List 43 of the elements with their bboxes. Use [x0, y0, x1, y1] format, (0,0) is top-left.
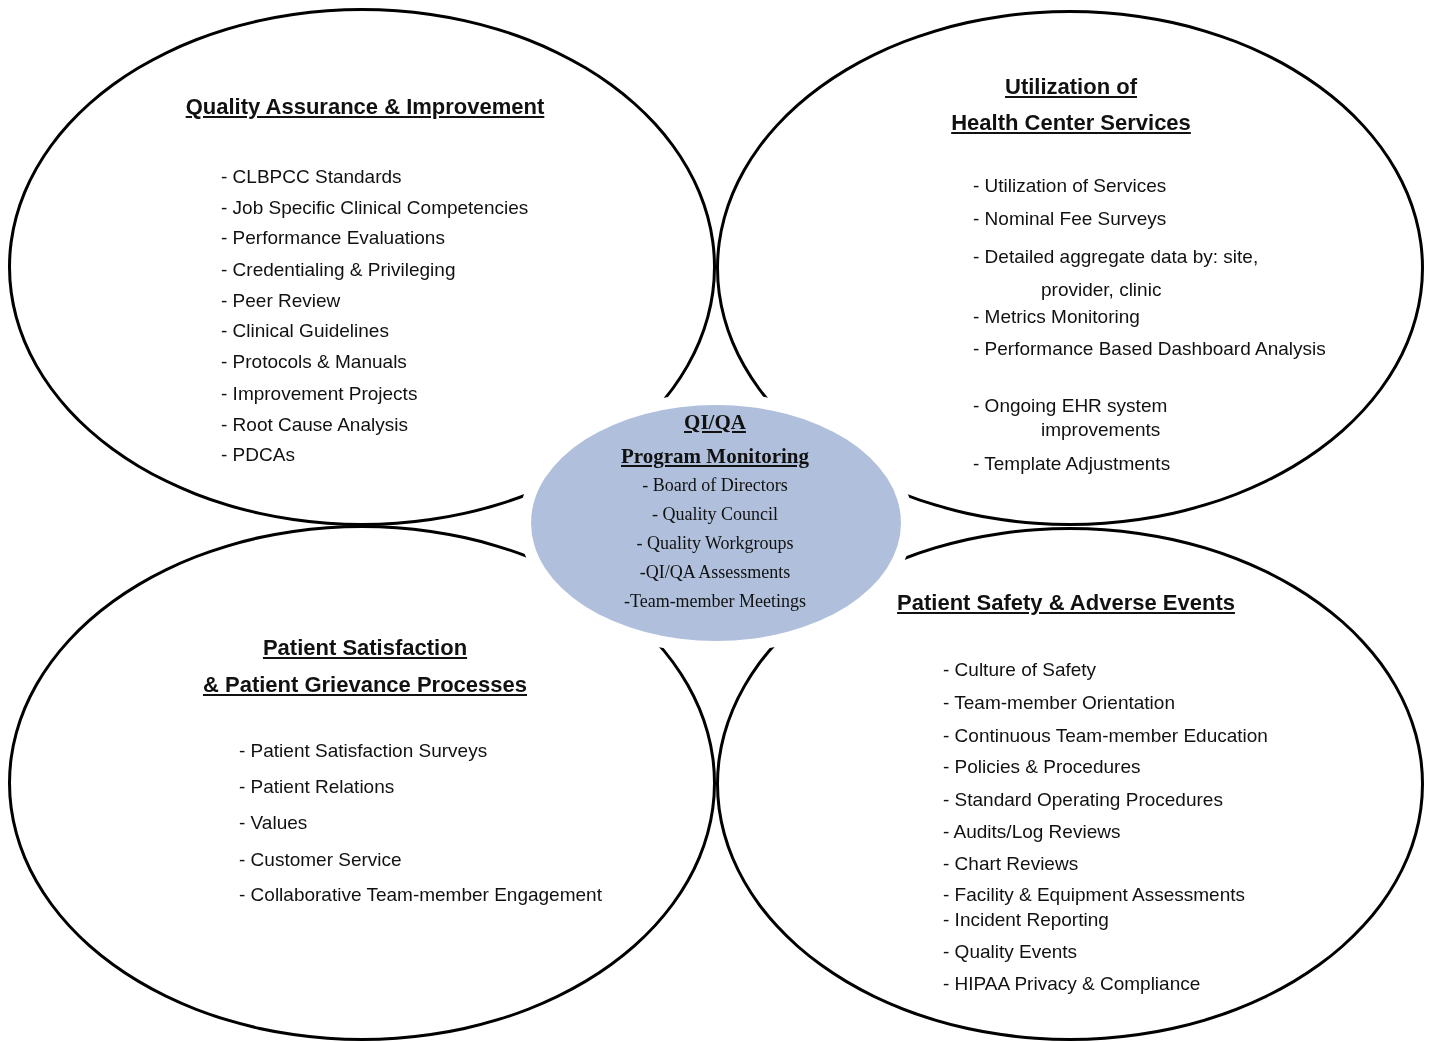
- list-item: - Peer Review: [221, 289, 341, 313]
- list-item: - Standard Operating Procedures: [943, 788, 1223, 812]
- list-item: - Performance Evaluations: [221, 226, 445, 250]
- section-heading: Patient Safety & Adverse Events: [897, 589, 1235, 617]
- list-item: -QI/QA Assessments: [639, 561, 791, 584]
- list-item: - Quality Events: [943, 940, 1078, 964]
- list-item: - Ongoing EHR system improvements: [973, 394, 1169, 442]
- list-item: - Culture of Safety: [943, 658, 1097, 682]
- list-item: - Metrics Monitoring: [973, 305, 1140, 329]
- list-item: - Continuous Team-member Education: [943, 724, 1268, 748]
- list-item: - Detailed aggregate data by: site, provider, clinic: [973, 245, 1260, 302]
- list-item: - CLBPCC Standards: [221, 165, 402, 189]
- list-item: - Patient Satisfaction Surveys: [239, 739, 488, 763]
- list-item: - Quality Council: [652, 503, 778, 526]
- list-item: - Customer Service: [239, 848, 402, 872]
- list-item: - Performance Based Dashboard Analysis: [973, 337, 1327, 361]
- list-item: - HIPAA Privacy & Compliance: [943, 972, 1201, 996]
- list-item: - Credentialing & Privileging: [221, 258, 456, 282]
- section-heading: Quality Assurance & Improvement: [185, 93, 545, 121]
- list-item: - Chart Reviews: [943, 852, 1079, 876]
- section-heading: Utilization of Health Center Services: [951, 73, 1191, 137]
- list-item: - PDCAs: [221, 443, 295, 467]
- section-heading: Patient Satisfaction & Patient Grievance Processes: [202, 634, 528, 699]
- list-item: - Utilization of Services: [973, 174, 1167, 198]
- list-item: - Protocols & Manuals: [221, 350, 407, 374]
- list-item: - Clinical Guidelines: [221, 319, 389, 343]
- list-item: - Patient Relations: [239, 775, 395, 799]
- list-item: - Board of Directors: [642, 474, 788, 497]
- list-item: - Values: [239, 811, 308, 835]
- list-item: - Team-member Orientation: [943, 691, 1175, 715]
- list-item: - Quality Workgroups: [636, 532, 794, 555]
- list-item: - Job Specific Clinical Competencies: [221, 196, 529, 220]
- list-item: - Facility & Equipment Assessments: [943, 883, 1245, 907]
- list-item: - Root Cause Analysis: [221, 413, 408, 437]
- list-item: -Team-member Meetings: [623, 590, 807, 613]
- list-item: - Incident Reporting: [943, 908, 1109, 932]
- list-item: - Audits/Log Reviews: [943, 820, 1121, 844]
- list-item: - Template Adjustments: [973, 452, 1171, 476]
- section-heading: QI/QA Program Monitoring: [621, 409, 809, 470]
- list-item: - Improvement Projects: [221, 382, 418, 406]
- list-item: - Collaborative Team-member Engagement: [239, 883, 602, 907]
- list-item: - Nominal Fee Surveys: [973, 207, 1167, 231]
- list-item: - Policies & Procedures: [943, 755, 1141, 779]
